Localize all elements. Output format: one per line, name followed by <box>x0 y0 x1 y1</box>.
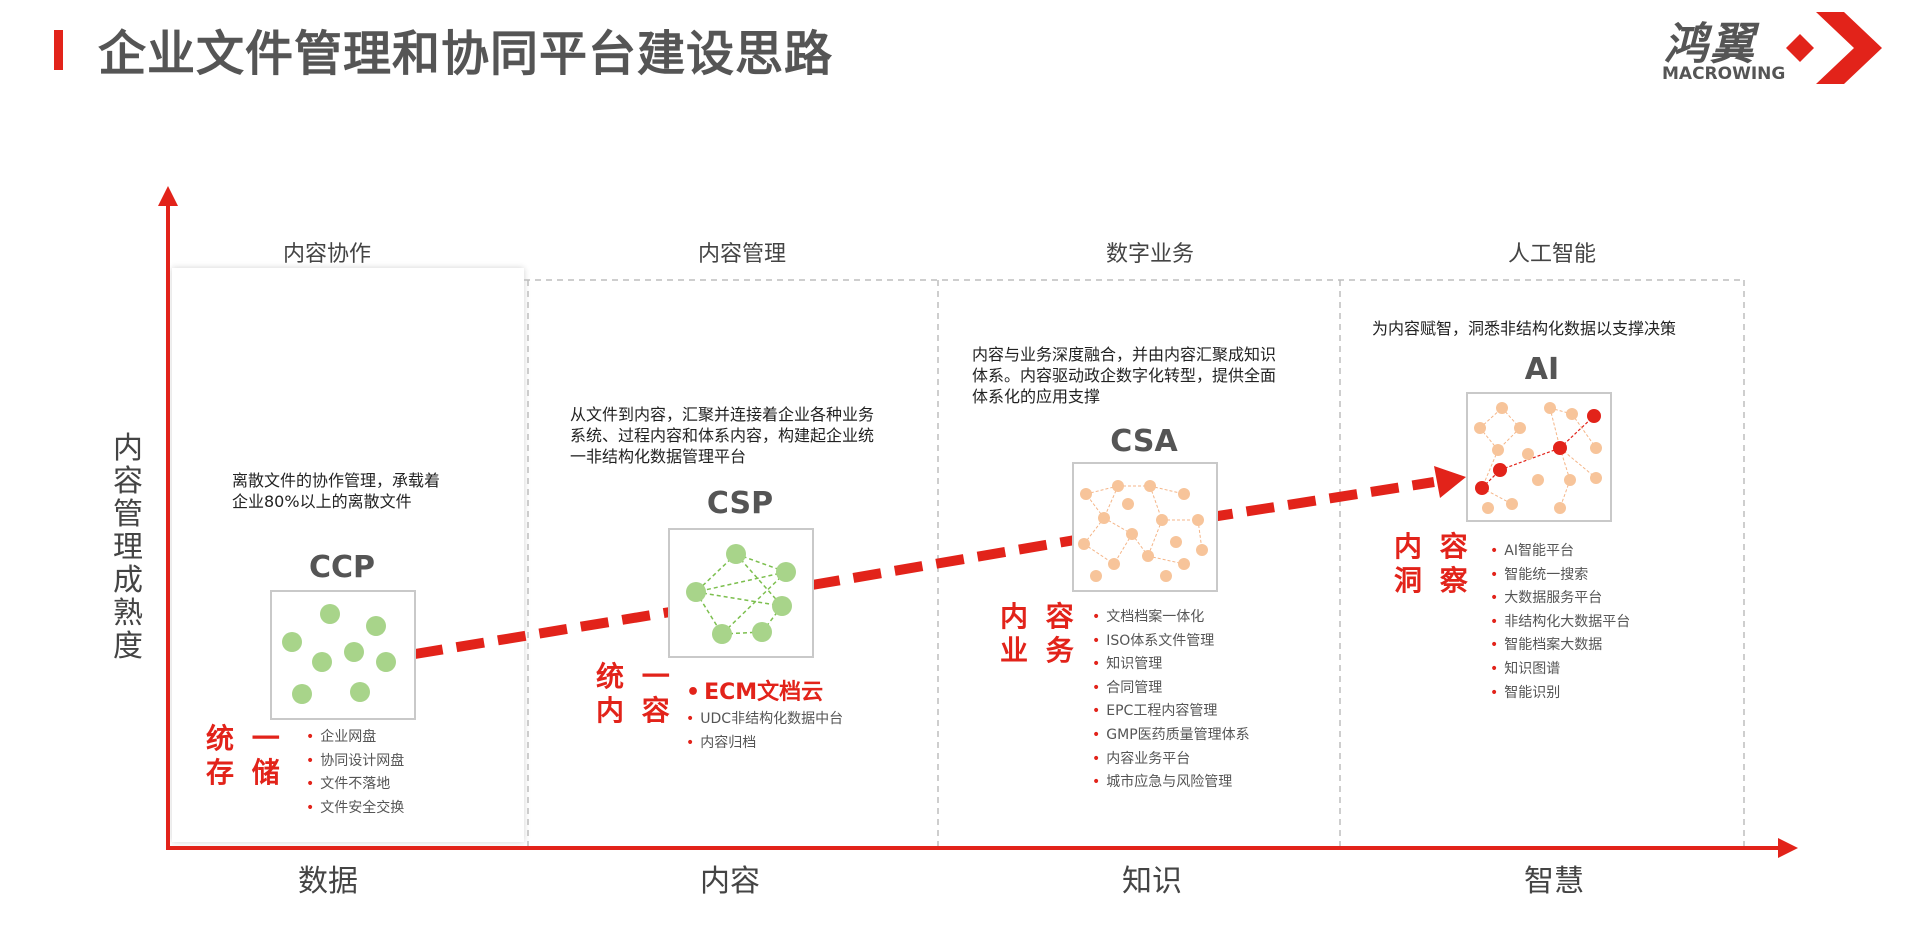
title-accent-bar <box>54 30 63 70</box>
list-csp: ECM文档云 UDC非结构化数据中台 内容归档 <box>686 678 843 755</box>
list-item: 城市应急与风险管理 <box>1092 771 1250 795</box>
list-item: 文件不落地 <box>306 773 404 797</box>
column-header-management: 内容管理 <box>697 242 786 267</box>
list-item: 智能识别 <box>1490 682 1630 706</box>
list-item: ISO体系文件管理 <box>1092 630 1250 654</box>
column-header-ai: 人工智能 <box>1507 242 1596 267</box>
column-header-digital-business: 数字业务 <box>1105 242 1194 267</box>
column-header-collaboration: 内容协作 <box>282 242 371 267</box>
page-title: 企业文件管理和协同平台建设思路 <box>98 26 834 82</box>
x-label-wisdom: 智慧 <box>1524 864 1584 899</box>
ai-icon-box <box>1466 392 1612 522</box>
list-item: 知识图谱 <box>1490 658 1630 682</box>
csa-icon-box <box>1072 462 1218 592</box>
list-item: UDC非结构化数据中台 <box>686 708 843 732</box>
list-item: 文档档案一体化 <box>1092 606 1250 630</box>
connected-nodes-icon <box>686 544 796 644</box>
csp-icon-box <box>668 528 814 658</box>
logo-text: 鸿翼 <box>1664 19 1756 70</box>
list-item: 大数据服务平台 <box>1490 587 1630 611</box>
stage-label-csp: CSP <box>706 486 774 521</box>
ccp-icon-box <box>270 590 416 720</box>
x-label-knowledge: 知识 <box>1122 864 1182 899</box>
logo-subtext: MACROWING <box>1662 64 1786 84</box>
list-ai: AI智能平台 智能统一搜索 大数据服务平台 非结构化大数据平台 智能档案大数据 … <box>1490 540 1630 705</box>
big-label-content-business: 内 容 业 务 <box>1000 600 1078 667</box>
list-item: 合同管理 <box>1092 677 1250 701</box>
desc-ai: 为内容赋智，洞悉非结构化数据以支撑决策 <box>1372 319 1677 338</box>
insight-network-icon <box>1474 402 1602 514</box>
x-label-data: 数据 <box>298 864 358 899</box>
list-item: 智能档案大数据 <box>1490 634 1630 658</box>
list-item: GMP医药质量管理体系 <box>1092 724 1249 748</box>
list-item: 企业网盘 <box>306 726 404 750</box>
list-item: 协同设计网盘 <box>306 750 404 774</box>
stage-label-ccp: CCP <box>308 550 376 585</box>
stage-label-ai: AI <box>1524 352 1560 387</box>
highlight-item-ecm: ECM文档云 <box>686 678 843 708</box>
knowledge-network-icon <box>1078 480 1208 582</box>
big-label-unified-content: 统 一 内 容 <box>596 660 674 727</box>
list-item: 知识管理 <box>1092 653 1250 677</box>
desc-ccp: 离散文件的协作管理，承载着企业80%以上的离散文件 <box>232 471 441 511</box>
trend-arrow-line <box>414 477 1435 659</box>
big-label-content-insight: 内 容 洞 察 <box>1394 530 1472 597</box>
list-item: 非结构化大数据平台 <box>1490 611 1630 635</box>
y-axis-label: 内容管理成熟度 <box>113 431 143 664</box>
x-label-content: 内容 <box>700 864 760 899</box>
list-ccp: 企业网盘 协同设计网盘 文件不落地 文件安全交换 <box>306 726 404 820</box>
column-grid <box>524 279 1745 846</box>
y-axis-arrow-icon <box>158 186 178 206</box>
list-item: 内容归档 <box>686 732 843 756</box>
scattered-nodes-icon <box>282 604 396 704</box>
list-item: 文件安全交换 <box>306 797 404 821</box>
logo-chevron-icon <box>1786 12 1882 84</box>
desc-csp: 从文件到内容，汇聚并连接着企业各种业务系统、过程内容和体系内容，构建起企业统一非… <box>570 405 875 466</box>
list-item: 内容业务平台 <box>1092 748 1250 772</box>
big-label-unified-storage: 统 一 存 储 <box>206 722 284 789</box>
list-item: EPC工程内容管理 <box>1092 700 1250 724</box>
list-item: 智能统一搜索 <box>1490 564 1630 588</box>
desc-csa: 内容与业务深度融合，并由内容汇聚成知识体系。内容驱动政企数字化转型，提供全面体系… <box>972 345 1277 406</box>
list-csa: 文档档案一体化 ISO体系文件管理 知识管理 合同管理 EPC工程内容管理 GM… <box>1092 606 1250 795</box>
trend-arrow-head-icon <box>1434 466 1466 498</box>
stage-label-csa: CSA <box>1110 424 1178 459</box>
x-axis-arrow-icon <box>1778 838 1798 858</box>
list-item: AI智能平台 <box>1490 540 1630 564</box>
